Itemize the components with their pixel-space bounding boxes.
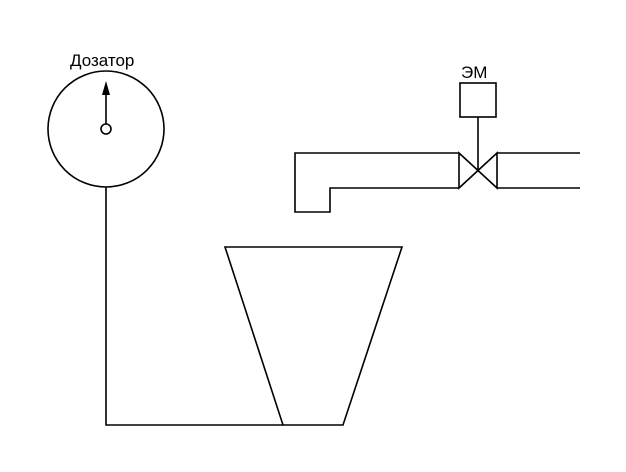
funnel [223, 246, 404, 426]
pipe-left-section [294, 152, 459, 213]
solenoid-actuator-box [459, 82, 497, 118]
solenoid-label: ЭМ [461, 63, 487, 82]
dispenser-pivot [100, 123, 112, 135]
solenoid-valve: ЭМ [458, 63, 498, 190]
dispenser-needle-arrowhead [102, 81, 110, 95]
supply-pipe [294, 152, 580, 213]
dispenser-connection-line [105, 187, 283, 426]
dispenser-label: Дозатор [70, 51, 134, 70]
dispenser: Дозатор [47, 51, 165, 188]
valve-body [458, 151, 498, 190]
